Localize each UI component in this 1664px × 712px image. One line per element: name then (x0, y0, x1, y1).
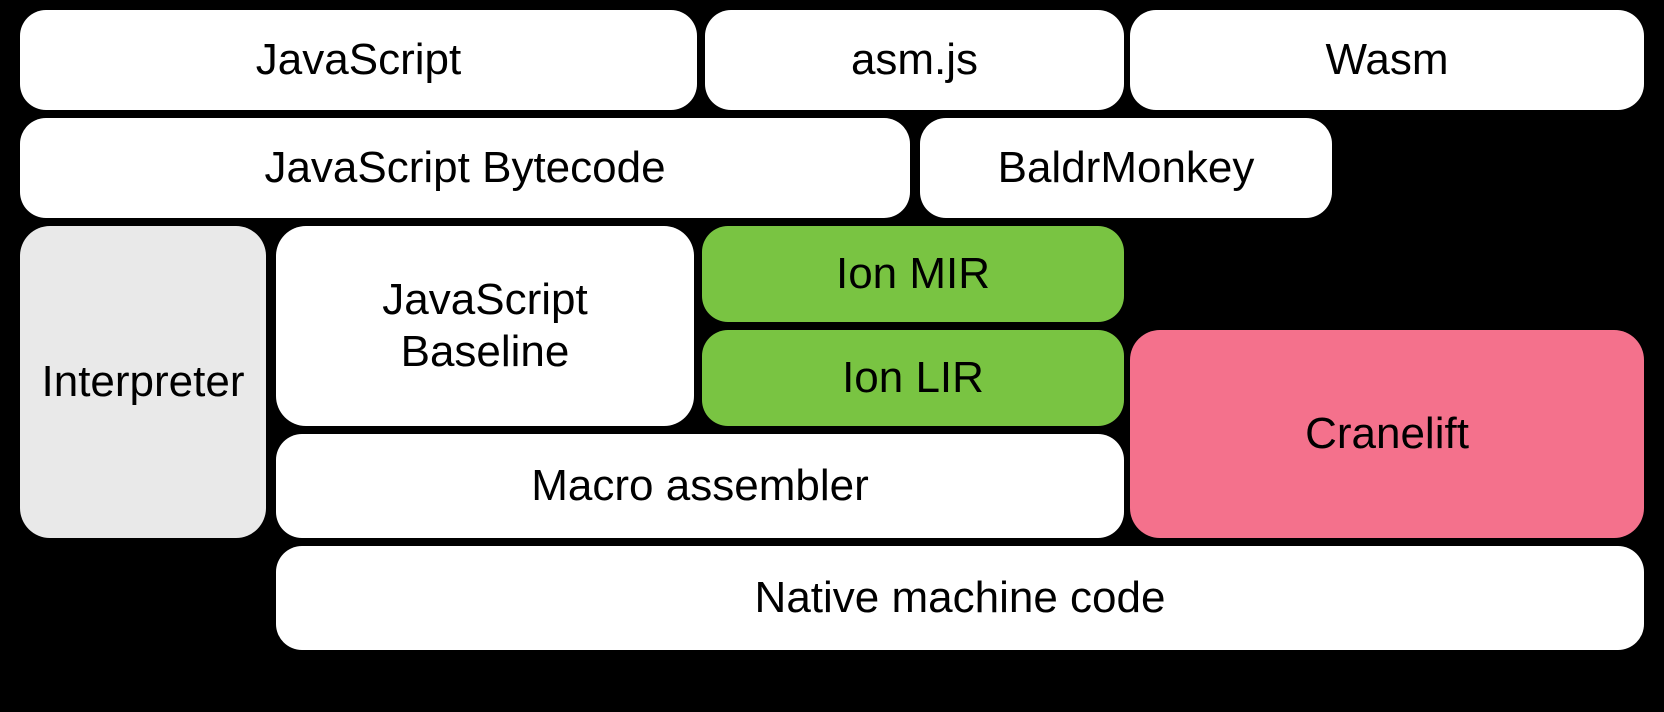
box-native-machine-code[interactable]: Native machine code (276, 546, 1644, 650)
box-javascript-bytecode[interactable]: JavaScript Bytecode (20, 118, 910, 218)
box-javascript[interactable]: JavaScript (20, 10, 697, 110)
box-ion-mir[interactable]: Ion MIR (702, 226, 1124, 322)
box-wasm[interactable]: Wasm (1130, 10, 1644, 110)
box-baldrmonkey[interactable]: BaldrMonkey (920, 118, 1332, 218)
box-ion-lir[interactable]: Ion LIR (702, 330, 1124, 426)
box-cranelift[interactable]: Cranelift (1130, 330, 1644, 538)
box-macro-assembler[interactable]: Macro assembler (276, 434, 1124, 538)
box-asmjs[interactable]: asm.js (705, 10, 1124, 110)
box-javascript-baseline[interactable]: JavaScript Baseline (276, 226, 694, 426)
box-interpreter[interactable]: Interpreter (20, 226, 266, 538)
